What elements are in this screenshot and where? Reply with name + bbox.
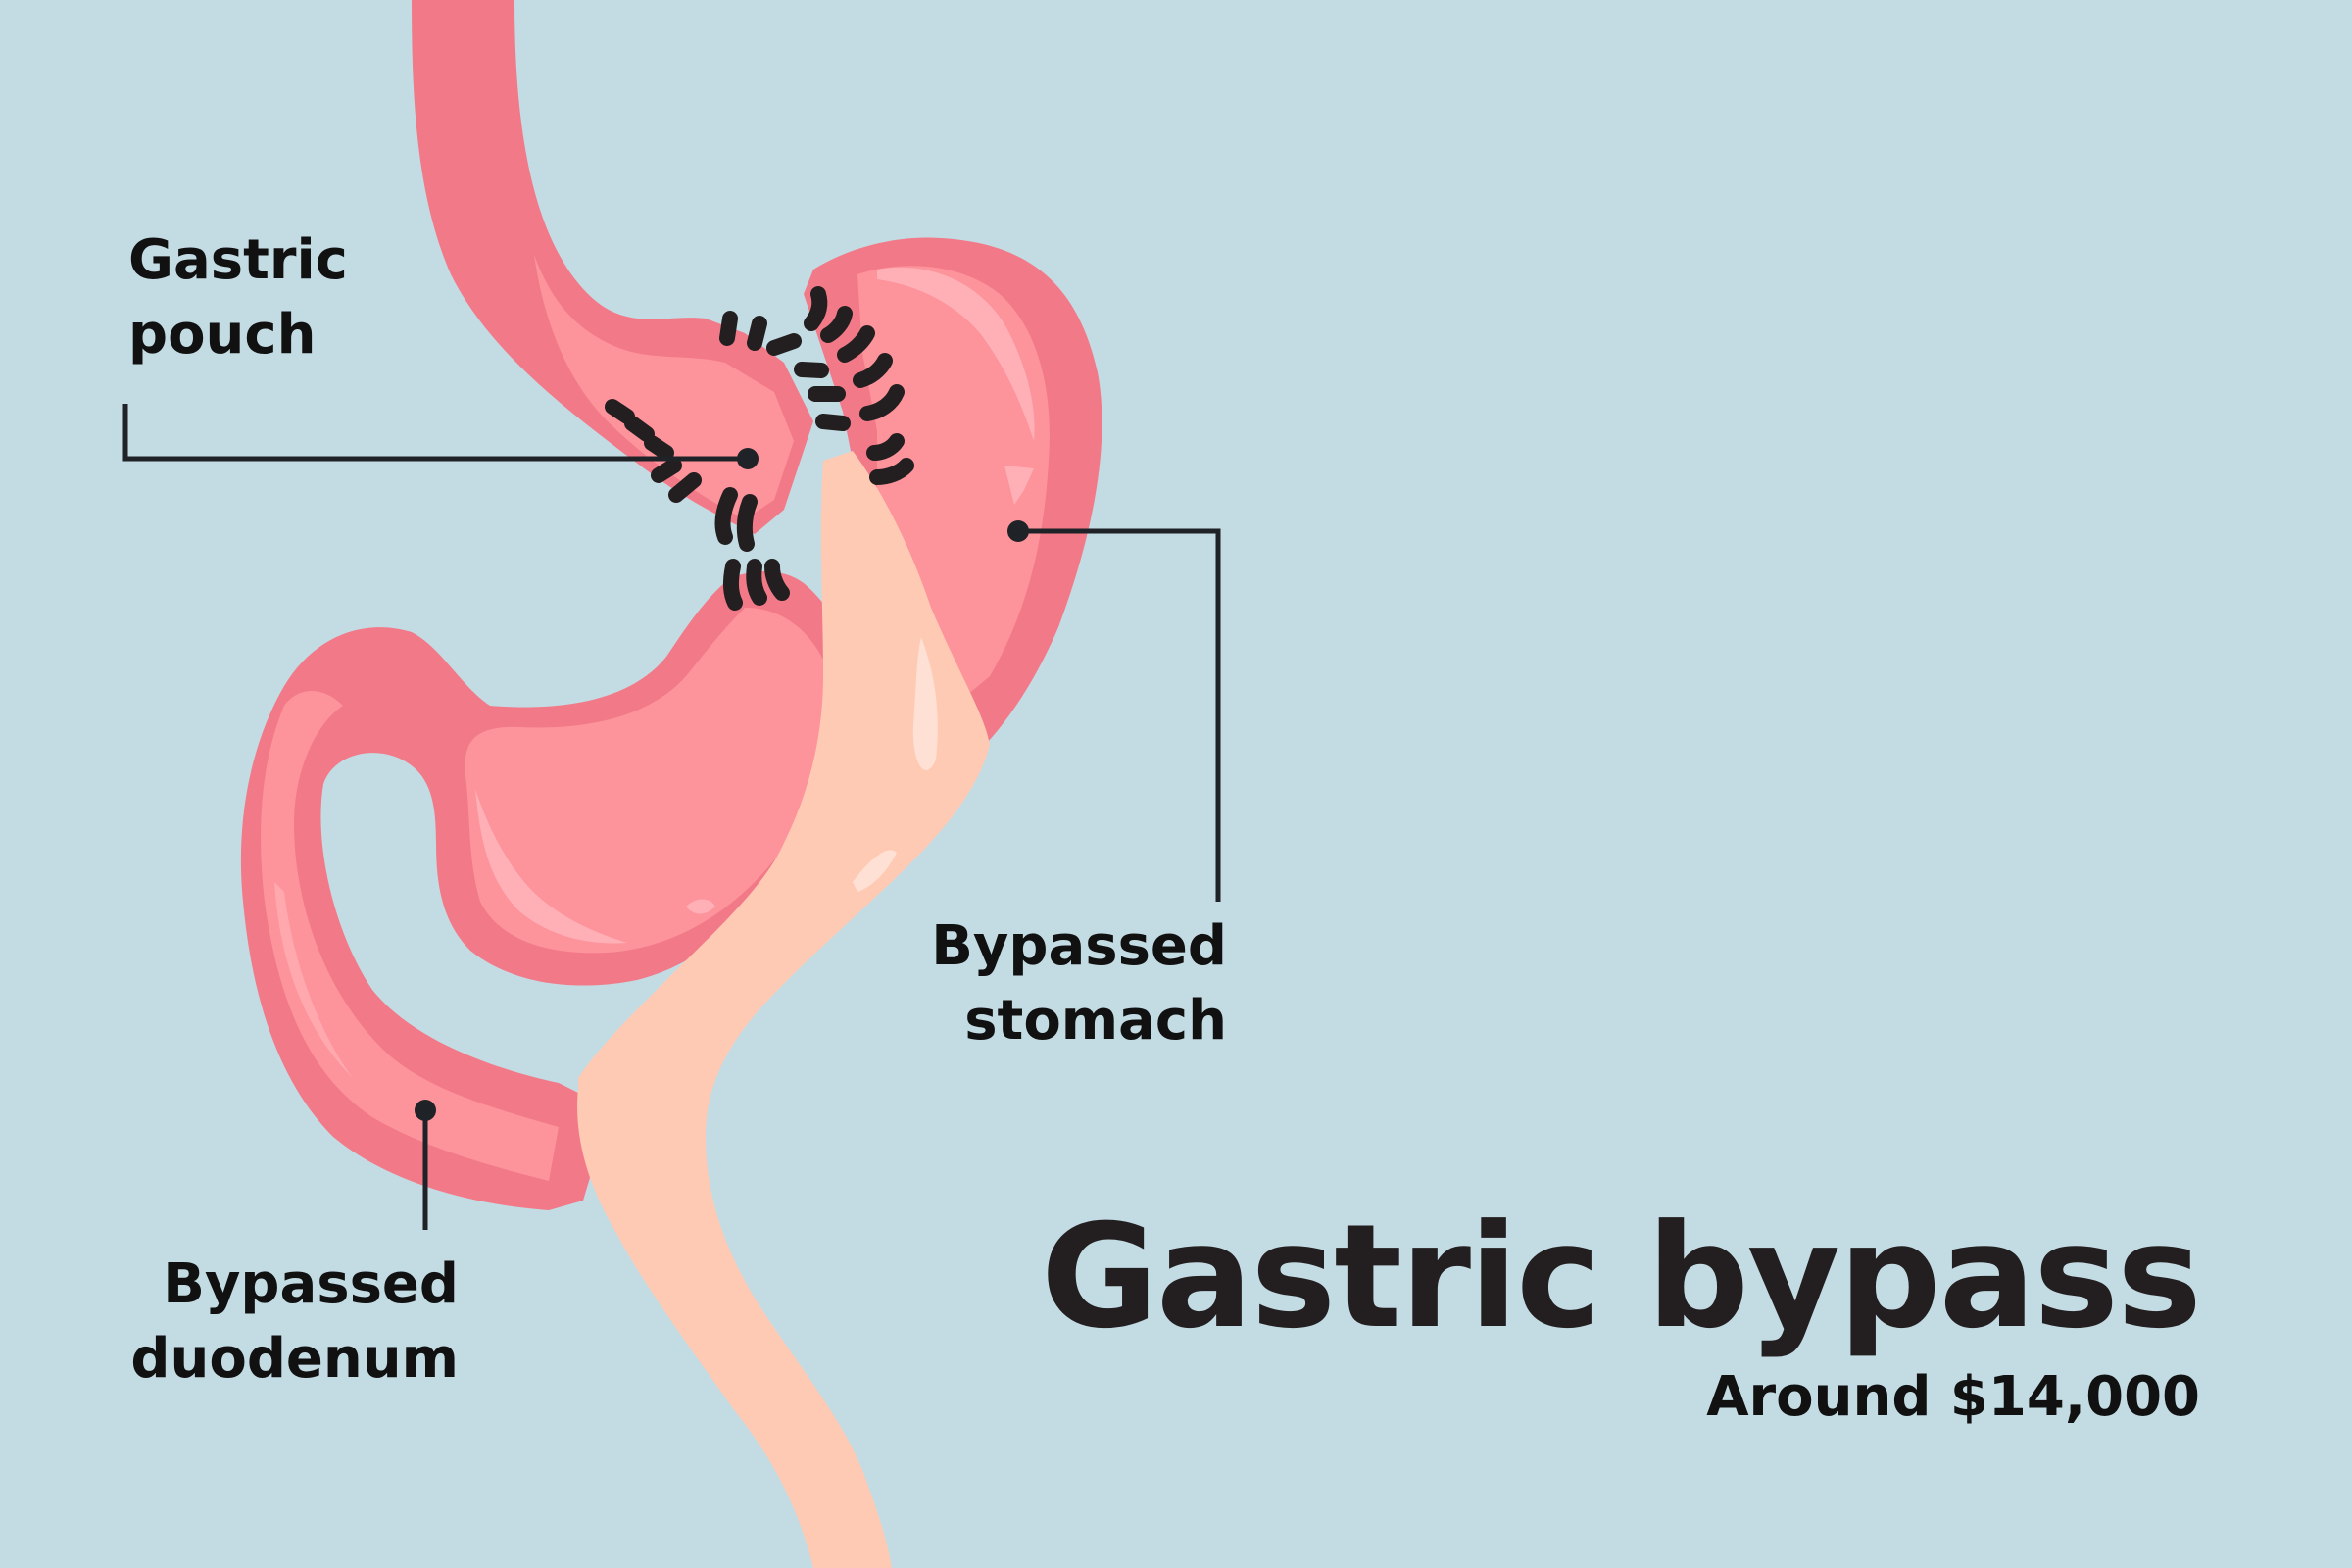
label-bypassed-stomach-line1: Bypassed: [931, 914, 1227, 978]
label-bypassed-duodenum-line1: Bypassed: [163, 1252, 459, 1316]
label-gastric-pouch: Gastric pouch: [128, 233, 348, 363]
cost-subtitle: Around $14,000: [1706, 1365, 2200, 1429]
callout-bypassed-stomach: [1018, 528, 1221, 902]
label-gastric-pouch-line1: Gastric: [128, 228, 348, 292]
label-bypassed-stomach: Bypassed stomach: [931, 919, 1227, 1049]
page-title: Gastric bypass: [1041, 1194, 2202, 1360]
roux-limb-intestine: [577, 451, 990, 1568]
surgical-staples: [605, 286, 914, 611]
lower-stomach-duodenum: [240, 571, 863, 1210]
title-block: Gastric bypass Around $14,000: [1041, 1194, 2202, 1429]
label-gastric-pouch-line2: pouch: [128, 303, 317, 367]
esophagus: [412, 0, 813, 534]
callout-dot-bypassed-stomach: [1007, 520, 1029, 542]
label-bypassed-duodenum-line2: duodenum: [130, 1327, 459, 1391]
callout-gastric-pouch: [122, 404, 748, 462]
callout-dot-gastric-pouch: [737, 448, 759, 469]
callout-dot-bypassed-duodenum: [415, 1100, 436, 1121]
label-bypassed-stomach-line2: stomach: [964, 989, 1227, 1053]
label-bypassed-duodenum: Bypassed duodenum: [130, 1257, 459, 1387]
